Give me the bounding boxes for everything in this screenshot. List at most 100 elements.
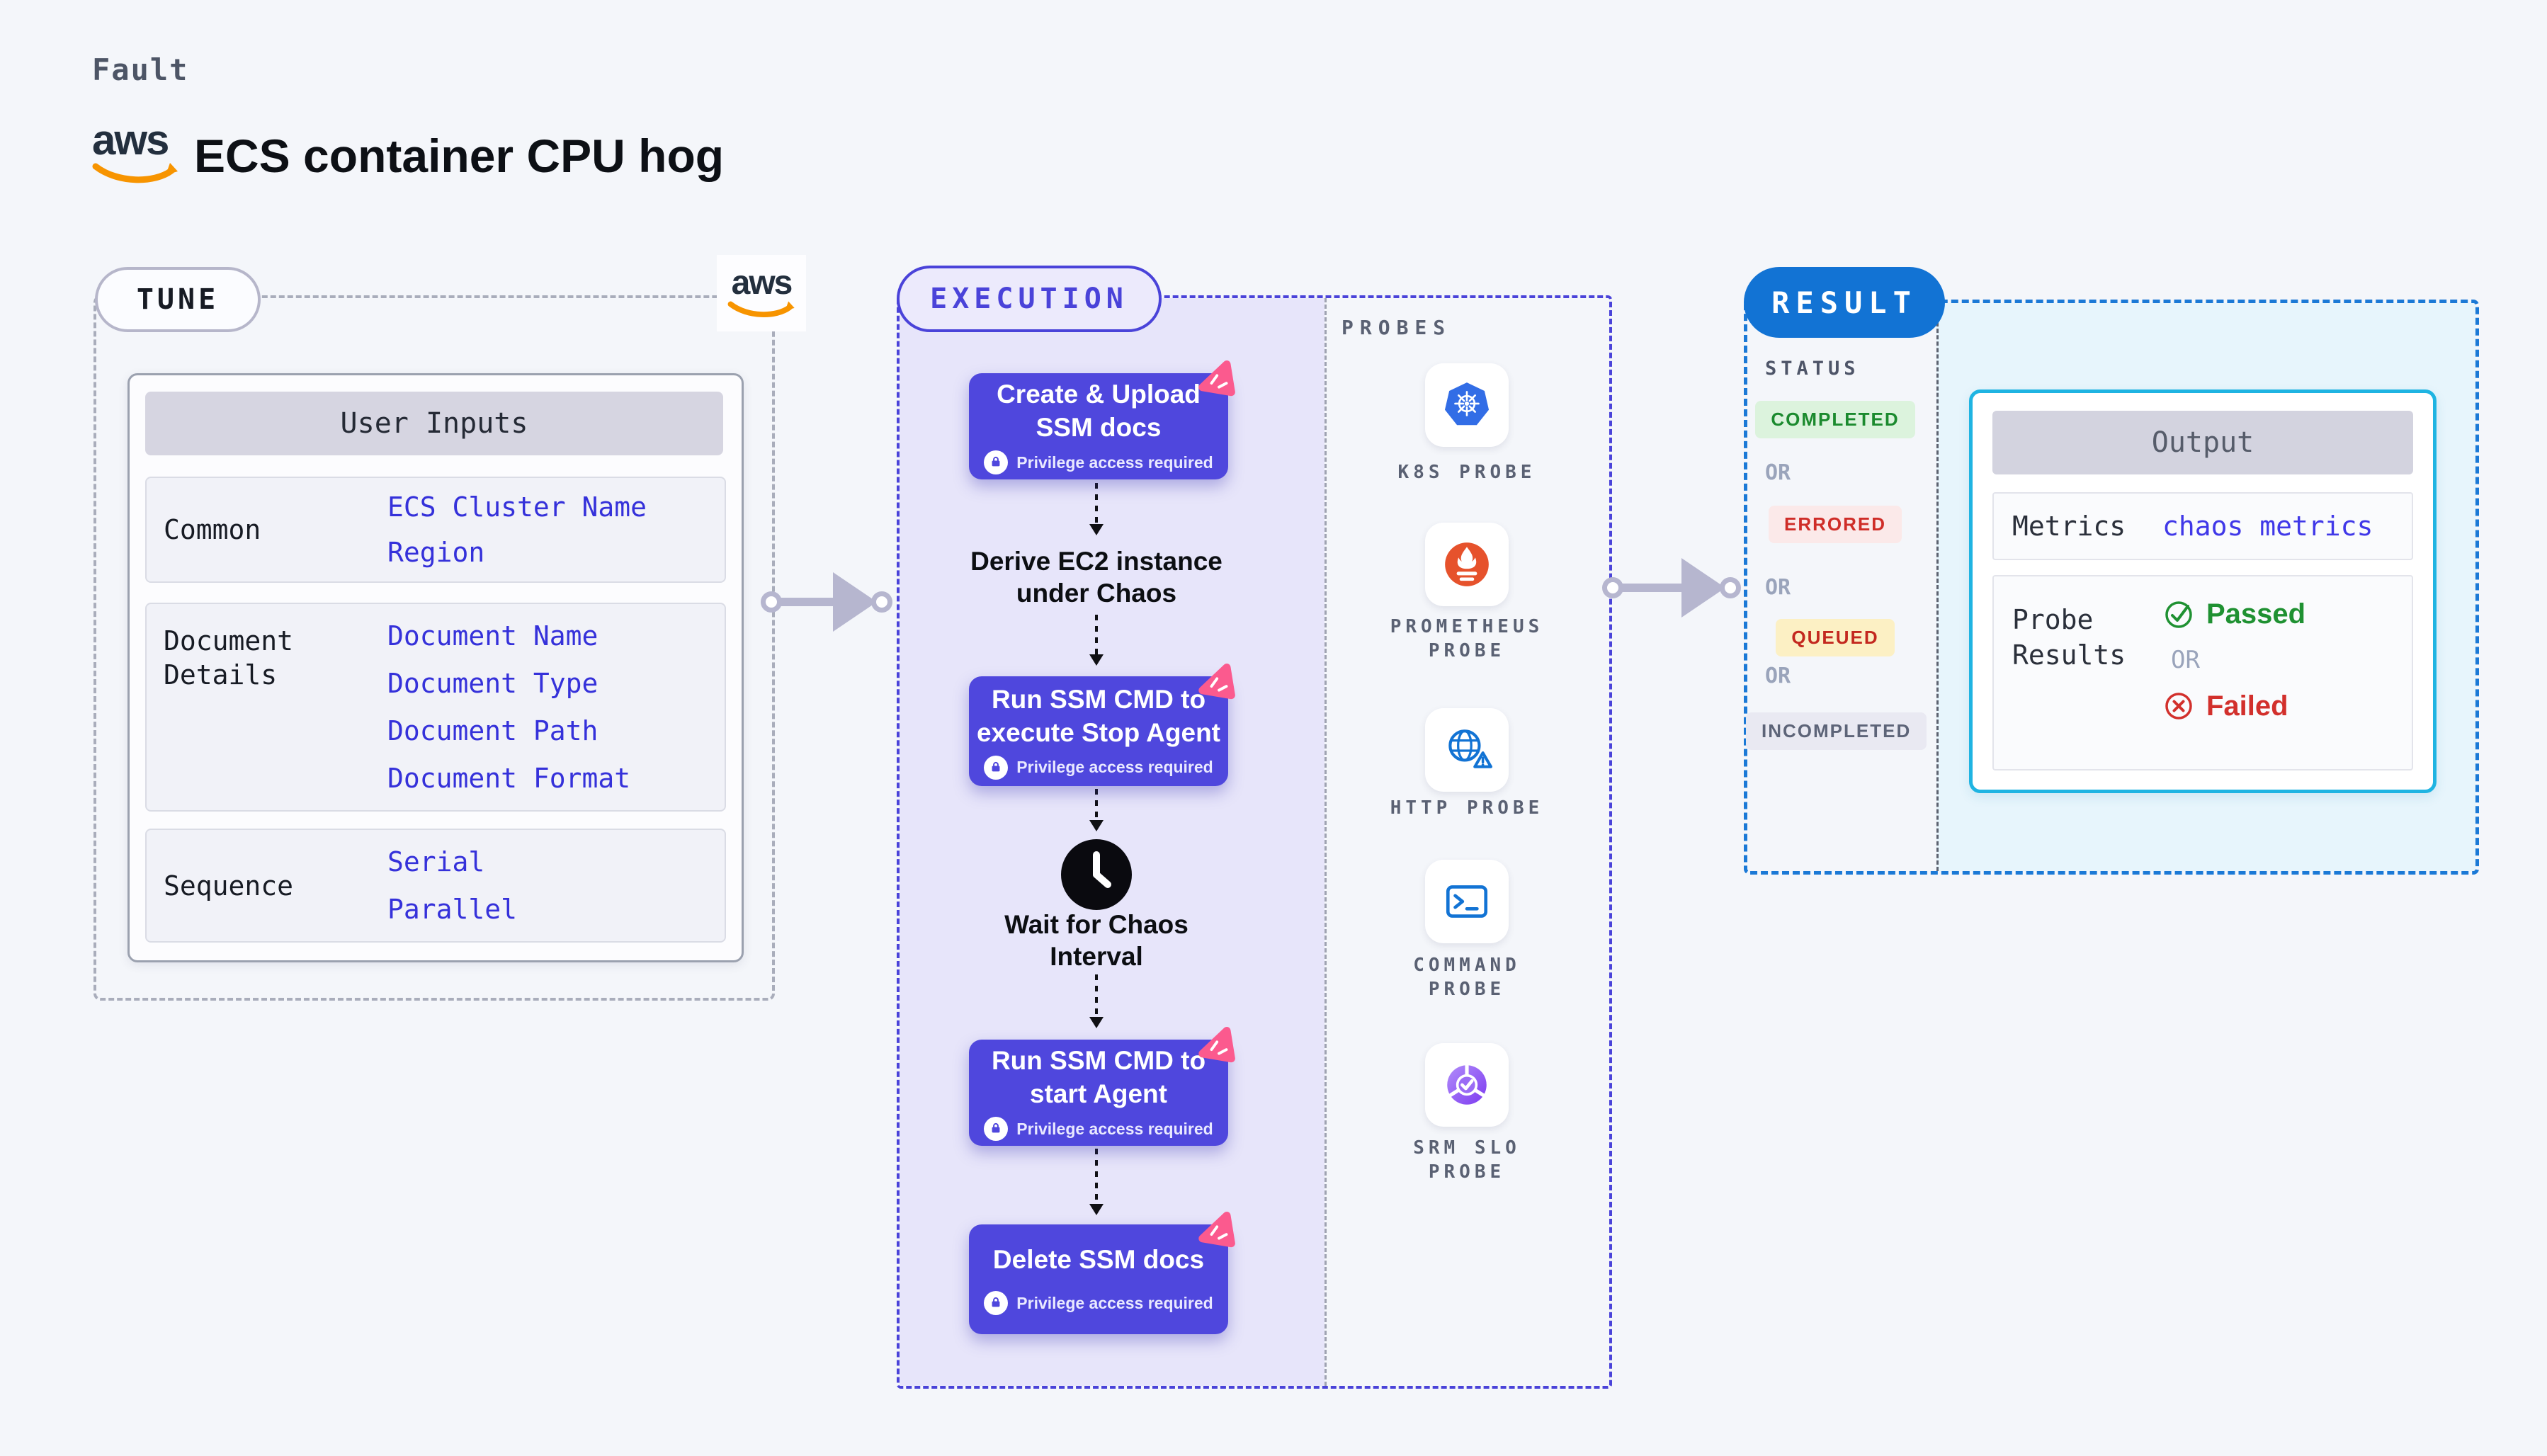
arrow-shaft xyxy=(778,598,833,606)
badge-text: QUEUED xyxy=(1776,619,1895,656)
input-value: Region xyxy=(387,536,485,568)
step-title: SSM docs xyxy=(1036,413,1162,442)
label-line: Derive EC2 instance xyxy=(970,547,1223,576)
input-value: Document Format xyxy=(387,763,631,794)
status-badge-completed: COMPLETED xyxy=(1746,401,1924,438)
row-values: ECS Cluster Name Region xyxy=(387,478,647,581)
step-run-ssm-start-agent: Run SSM CMD to start Agent Privilege acc… xyxy=(969,1027,1235,1146)
probes-header: PROBES xyxy=(1341,316,1452,339)
user-inputs-table: User Inputs Common ECS Cluster Name Regi… xyxy=(127,373,744,962)
aws-wordmark-small: aws xyxy=(731,264,793,302)
wait-clock-icon xyxy=(1061,839,1132,910)
step-delete-ssm-docs: Delete SSM docs Privilege access require… xyxy=(969,1212,1235,1334)
step-title: Create & Upload xyxy=(997,380,1201,409)
badge-text: INCOMPLETED xyxy=(1746,712,1927,750)
execution-section-box xyxy=(897,295,1612,1389)
probe-label-prometheus: PROMETHEUS PROBE xyxy=(1339,615,1594,663)
probe-label-http: HTTP PROBE xyxy=(1339,796,1594,820)
probe-results-row: Probe Results Passed OR xyxy=(1992,575,2413,770)
table-row-document-details: Document Details Document Name Document … xyxy=(145,603,726,812)
chaos-flag-icon xyxy=(1198,1212,1235,1248)
aws-smile-icon xyxy=(92,163,178,183)
derive-ec2-label: Derive EC2 instance under Chaos xyxy=(926,545,1266,609)
probe-label-k8s: K8S PROBE xyxy=(1339,460,1594,484)
status-badge-errored: ERRORED xyxy=(1746,506,1924,543)
probe-tile-prometheus xyxy=(1425,523,1509,606)
tune-section-box xyxy=(93,295,775,1001)
table-row-sequence: Sequence Serial Parallel xyxy=(145,829,726,943)
table-row-common: Common ECS Cluster Name Region xyxy=(145,477,726,583)
or-separator: OR xyxy=(1765,460,1791,485)
probe-tile-srm-slo xyxy=(1425,1043,1509,1127)
or-separator: OR xyxy=(2171,646,2200,674)
row-label: Common xyxy=(164,514,261,545)
arrow-execution-to-result xyxy=(1602,557,1741,619)
output-card: Output Metrics chaos metrics Probe Resul… xyxy=(1969,389,2437,793)
row-values: Serial Parallel xyxy=(387,830,517,941)
privilege-note: Privilege access required xyxy=(984,1117,1213,1141)
step-title: execute Stop Agent xyxy=(976,717,1221,747)
privilege-text: Privilege access required xyxy=(1016,1293,1213,1312)
input-value: Document Type xyxy=(387,668,599,699)
http-globe-warning-icon xyxy=(1448,729,1492,768)
step-title: start Agent xyxy=(1030,1079,1167,1108)
row-label: Sequence xyxy=(164,870,294,902)
status-badge-queued: QUEUED xyxy=(1746,619,1924,656)
label-line: PROMETHEUS xyxy=(1390,616,1544,637)
flow-connector xyxy=(1089,483,1104,535)
probe-label-srm-slo: SRM SLO PROBE xyxy=(1339,1136,1594,1184)
probe-tile-k8s xyxy=(1425,363,1509,447)
label-line: PROBE xyxy=(1428,1161,1506,1183)
passed-item: Passed xyxy=(2162,598,2305,630)
result-divider xyxy=(1936,303,1939,871)
flow-connector xyxy=(1089,615,1104,666)
label-line: under Chaos xyxy=(1016,579,1177,608)
metrics-label: Metrics xyxy=(2012,511,2126,542)
failed-item: Failed xyxy=(2162,690,2305,722)
arrow-head xyxy=(833,572,877,632)
label-line: Wait for Chaos xyxy=(1004,910,1189,939)
step-title: Run SSM CMD to xyxy=(991,1046,1206,1075)
label-line: HTTP PROBE xyxy=(1390,797,1544,819)
prometheus-icon xyxy=(1445,542,1489,586)
user-inputs-header: User Inputs xyxy=(145,392,723,455)
privilege-note: Privilege access required xyxy=(984,450,1213,474)
or-separator: OR xyxy=(1765,664,1791,688)
probe-tile-command xyxy=(1425,860,1509,943)
step-title: Delete SSM docs xyxy=(992,1245,1205,1274)
probe-results-label: Probe Results xyxy=(2012,604,2126,671)
label-line: K8S PROBE xyxy=(1397,462,1536,483)
input-value: Serial xyxy=(387,846,485,877)
arrow-start-dot xyxy=(761,591,782,613)
chaos-flag-icon xyxy=(1198,1027,1235,1063)
privilege-text: Privilege access required xyxy=(1016,453,1213,472)
aws-corner-logo: aws xyxy=(717,255,806,331)
execution-flow-panel xyxy=(900,298,1324,1386)
status-badge-incompleted: INCOMPLETED xyxy=(1746,712,1927,750)
lock-icon xyxy=(984,755,1009,780)
chaos-flag-icon xyxy=(1198,664,1235,700)
label-line: PROBE xyxy=(1428,640,1506,661)
input-value: Parallel xyxy=(387,894,518,925)
probes-divider xyxy=(1324,298,1327,1386)
failed-x-icon xyxy=(2165,693,2192,720)
label-line: Interval xyxy=(1050,942,1143,971)
lock-icon xyxy=(984,1291,1009,1315)
flow-connector xyxy=(1089,974,1104,1028)
srm-slo-icon xyxy=(1447,1064,1487,1105)
privilege-note: Privilege access required xyxy=(984,1291,1213,1315)
step-title: Run SSM CMD to xyxy=(991,684,1206,714)
result-pill: RESULT xyxy=(1744,267,1945,338)
arrow-start-dot xyxy=(1602,577,1623,598)
aws-logo: aws xyxy=(92,119,184,193)
lock-icon xyxy=(984,450,1009,474)
input-value: Document Path xyxy=(387,715,599,746)
probe-results-values: Passed OR Failed xyxy=(2162,576,2305,769)
row-label: Document Details xyxy=(164,625,294,690)
output-header: Output xyxy=(1992,411,2413,474)
failed-text: Failed xyxy=(2206,690,2288,722)
fault-kicker: Fault xyxy=(92,52,189,87)
privilege-note: Privilege access required xyxy=(984,755,1213,780)
privilege-text: Privilege access required xyxy=(1016,1119,1213,1138)
